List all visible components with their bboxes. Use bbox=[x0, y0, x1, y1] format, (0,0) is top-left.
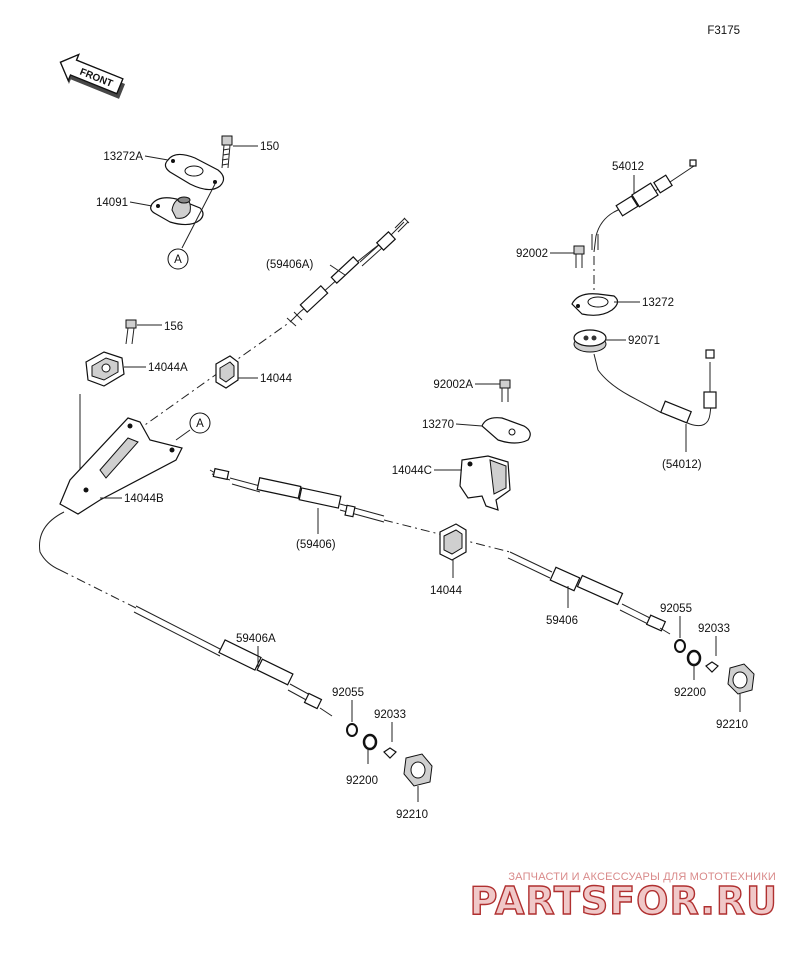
label-92210-right: 92210 bbox=[716, 719, 748, 731]
nut-92210-left[interactable] bbox=[403, 753, 433, 787]
boot-14091[interactable] bbox=[150, 196, 204, 226]
bolt-156[interactable] bbox=[125, 319, 137, 345]
watermark-brand: PARTSFOR.RU bbox=[470, 879, 778, 923]
label-92210-left: 92210 bbox=[396, 809, 428, 821]
callout-a-mid: A bbox=[189, 412, 211, 434]
svg-text:A: A bbox=[174, 254, 182, 266]
label-156: 156 bbox=[164, 321, 183, 333]
label-92055-right: 92055 bbox=[660, 603, 692, 615]
label-14044A: 14044A bbox=[148, 362, 188, 374]
plate-13272[interactable] bbox=[571, 293, 619, 316]
oring-92055-right[interactable] bbox=[674, 639, 686, 653]
grommet-92071[interactable] bbox=[573, 329, 607, 353]
washer-92200-right[interactable] bbox=[686, 649, 702, 667]
label-14044C: 14044C bbox=[392, 465, 432, 477]
label-59406: 59406 bbox=[546, 615, 578, 627]
clamp-14044A[interactable] bbox=[85, 351, 125, 387]
label-92200-right: 92200 bbox=[674, 687, 706, 699]
label-92071: 92071 bbox=[628, 335, 660, 347]
nut-92210-right[interactable] bbox=[727, 663, 755, 695]
label-14044B: 14044B bbox=[124, 493, 164, 505]
watermark-tagline: ЗАПЧАСТИ И АКСЕССУАРЫ ДЛЯ МОТОТЕХНИКИ bbox=[508, 871, 776, 883]
cable-59406A-upper[interactable] bbox=[286, 217, 410, 327]
label-14091: 14091 bbox=[96, 197, 128, 209]
washer-92200-left[interactable] bbox=[362, 733, 378, 751]
label-13272A: 13272A bbox=[103, 151, 143, 163]
cable-54012-lower[interactable] bbox=[593, 349, 717, 427]
plate-13270[interactable] bbox=[481, 417, 531, 444]
label-92002: 92002 bbox=[516, 248, 548, 260]
clip-92033-left[interactable] bbox=[383, 747, 397, 759]
label-54012-paren: (54012) bbox=[662, 459, 702, 471]
gasket-13272A[interactable] bbox=[164, 153, 225, 191]
label-92002A: 92002A bbox=[433, 379, 473, 391]
bolt-92002A[interactable] bbox=[499, 379, 511, 402]
front-arrow-icon: FRONT bbox=[59, 53, 126, 99]
cable-59406-left[interactable] bbox=[209, 467, 385, 523]
label-59406A-paren: (59406A) bbox=[266, 259, 313, 271]
cable-59406-right[interactable] bbox=[507, 551, 671, 635]
bracket-14044C[interactable] bbox=[459, 455, 511, 511]
label-14044-upper: 14044 bbox=[260, 373, 293, 385]
oring-92055-left[interactable] bbox=[346, 723, 358, 737]
callout-a-top: A bbox=[167, 248, 189, 270]
label-92033-right: 92033 bbox=[698, 623, 730, 635]
clip-92033-right[interactable] bbox=[705, 661, 719, 673]
label-150: 150 bbox=[260, 141, 279, 153]
clip-14044-lower[interactable] bbox=[439, 523, 467, 561]
cable-59406A-lower[interactable] bbox=[133, 605, 333, 717]
label-59406A: 59406A bbox=[236, 633, 276, 645]
label-59406-paren: (59406) bbox=[296, 539, 336, 551]
svg-text:A: A bbox=[196, 418, 204, 430]
label-13272: 13272 bbox=[642, 297, 674, 309]
label-14044-lower: 14044 bbox=[430, 585, 463, 597]
label-92033-left: 92033 bbox=[374, 709, 406, 721]
label-13270: 13270 bbox=[422, 419, 454, 431]
clip-14044-upper[interactable] bbox=[215, 355, 239, 389]
label-92055-left: 92055 bbox=[332, 687, 364, 699]
bolt-150[interactable] bbox=[221, 135, 233, 169]
cable-54012[interactable] bbox=[591, 159, 697, 253]
label-92200-left: 92200 bbox=[346, 775, 378, 787]
label-54012: 54012 bbox=[612, 161, 644, 173]
bolt-92002[interactable] bbox=[573, 245, 585, 268]
figure-code: F3175 bbox=[707, 25, 740, 37]
bracket-14044B[interactable] bbox=[59, 417, 183, 515]
